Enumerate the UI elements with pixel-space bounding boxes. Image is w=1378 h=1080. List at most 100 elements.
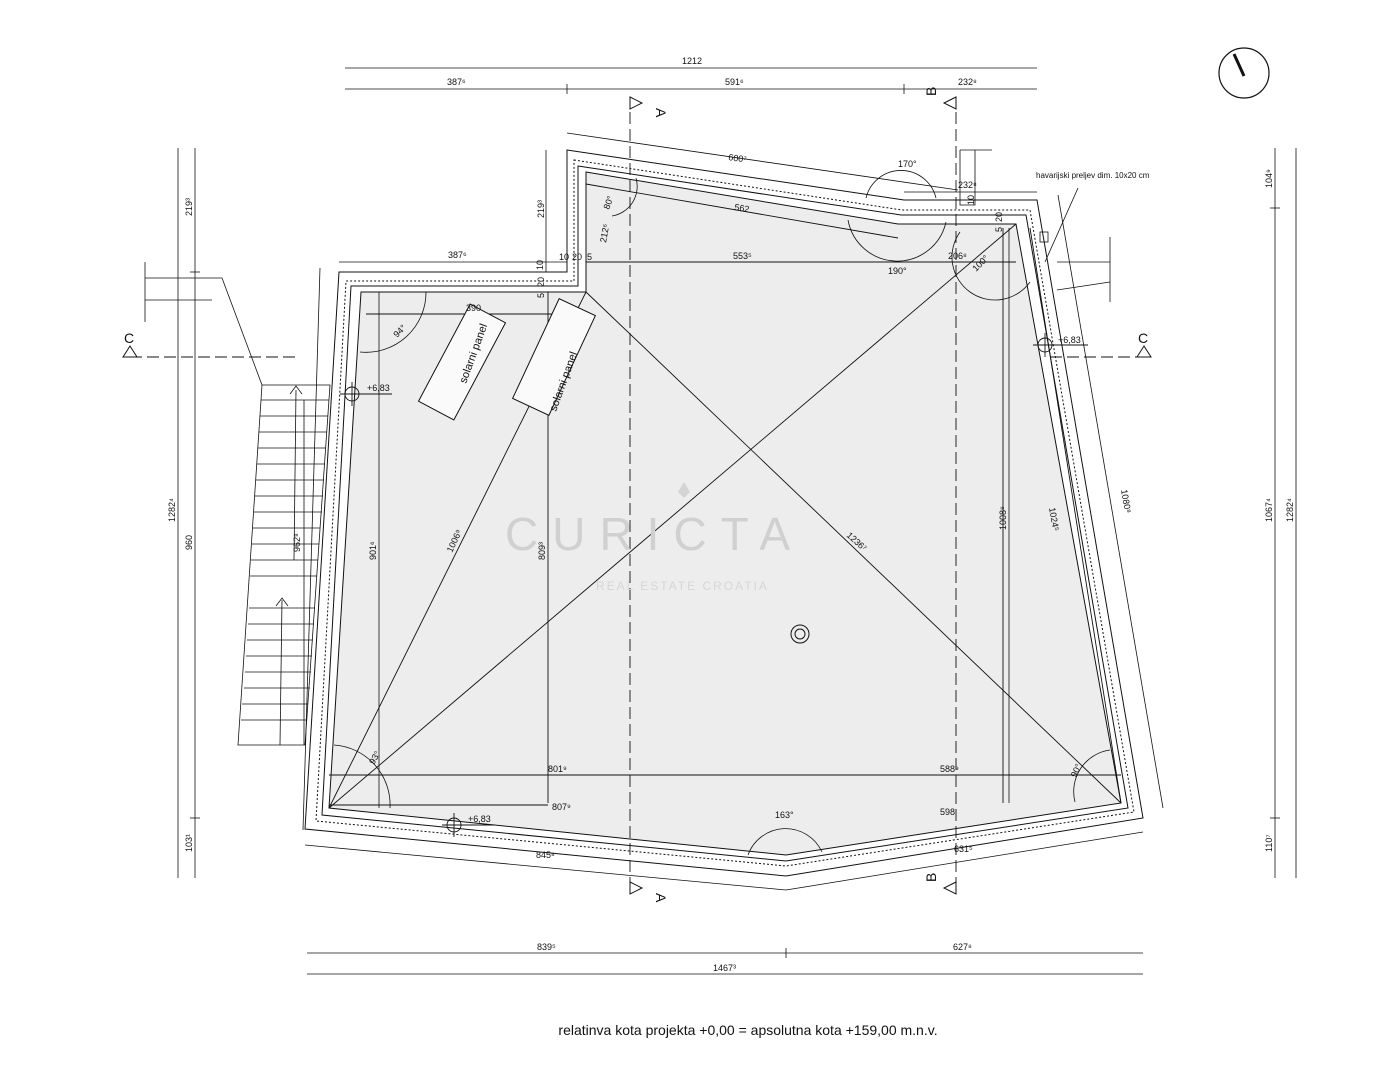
dim-h-598: 598	[940, 807, 955, 817]
north-arrow-icon	[1218, 47, 1270, 99]
angle-190: 190°	[888, 266, 907, 276]
dim-left-10: 10	[535, 260, 545, 270]
section-a-bottom-label: A	[653, 893, 669, 903]
roof-outer-outline	[304, 149, 1144, 877]
section-c-right-triangle	[1136, 345, 1152, 358]
dim-212: 212⁶	[598, 223, 611, 243]
dim-h-801: 801⁹	[548, 764, 567, 774]
hip-lines	[130, 112, 1150, 885]
dim-vert-962: 962⁸	[292, 533, 302, 552]
arc-190	[847, 219, 947, 262]
section-c-right-label: C	[1138, 330, 1148, 346]
dim-232-right: 232⁸	[958, 180, 977, 190]
stair-arrow-head-1	[289, 385, 303, 395]
arc-94	[359, 291, 427, 353]
dim-mid-5: 5	[587, 252, 592, 262]
dim-bottom-631: 631⁵	[954, 844, 973, 854]
overflow-leader	[1044, 187, 1079, 263]
roof-inner-area	[328, 171, 1122, 856]
watermark-tagline: REAL ESTATE CROATIA	[596, 579, 769, 593]
level-markers	[340, 333, 1088, 837]
dim-bottom-845: 845⁸	[536, 850, 555, 860]
dim-inner-562: 562	[734, 202, 750, 214]
downspout-path-3	[1056, 281, 1111, 291]
dim-h-588: 588⁹	[940, 764, 959, 774]
dim-mid-20: 20	[572, 252, 582, 262]
section-c-left-label: C	[124, 330, 134, 346]
dim-diag-1024: 1024⁵	[1047, 507, 1061, 532]
dim-line-outer-right	[1057, 194, 1164, 809]
dim-vert-1008: 1008⁹	[998, 506, 1008, 530]
section-b-bottom-label: B	[923, 873, 939, 882]
watermark-brand: CURICTA	[505, 508, 804, 560]
dim-right-20: 20	[994, 212, 1004, 222]
dim-roof-top-edge: 600⁷	[728, 152, 747, 164]
stair-arrow-head-2	[275, 597, 289, 607]
staircase	[144, 262, 331, 746]
dim-left-upper-387: 387⁶	[448, 250, 467, 260]
section-a-top-triangle	[629, 96, 644, 110]
dim-line-bottom-845	[304, 844, 787, 891]
section-a-bottom-triangle	[629, 881, 644, 895]
solar-panels	[417, 298, 597, 421]
dim-390: 390	[466, 303, 481, 313]
overflow-note: havarijski preljev dim. 10x20 cm	[1036, 171, 1150, 180]
arc-80	[611, 177, 638, 217]
dim-line-600	[566, 132, 959, 191]
angle-arcs	[333, 170, 1111, 856]
dim-top-left: 387⁶	[447, 77, 466, 87]
arc-170	[865, 170, 937, 199]
dim-right-1282: 1282⁴	[1285, 498, 1295, 522]
inner-562-line	[585, 183, 899, 239]
dimension-lines	[177, 67, 1297, 975]
elevation-note: relatinva kota projekta +0,00 = apsolutn…	[558, 1022, 938, 1038]
dim-right-104: 104⁹	[1264, 169, 1274, 188]
dim-left-5: 5	[536, 293, 546, 298]
dim-vert-219-mid: 219³	[536, 200, 546, 218]
dim-right-5: 5	[994, 227, 1004, 232]
watermark-leaf-icon	[678, 482, 690, 498]
level-left-label: +6,83	[367, 383, 390, 393]
section-markers	[122, 96, 1152, 895]
angle-80: 80°	[601, 194, 615, 211]
section-c-left-triangle	[122, 345, 138, 358]
dim-top-right: 232⁸	[958, 77, 977, 87]
stair-outline	[237, 384, 331, 746]
section-b-top-triangle	[942, 96, 957, 110]
roof-second-outline	[321, 165, 1129, 862]
dim-inner-206: 206⁸	[948, 251, 967, 261]
dim-mid-10: 10	[559, 252, 569, 262]
dim-right-1080: 1080⁸	[1119, 489, 1133, 514]
arc-100	[951, 231, 1031, 301]
dim-bottom-839: 839⁵	[537, 942, 556, 952]
dim-right-110: 110⁷	[1264, 834, 1274, 852]
external-path-line	[145, 277, 263, 386]
dim-top-mid: 591⁶	[725, 77, 744, 87]
dim-vert-1282-left: 1282⁴	[167, 498, 177, 522]
level-bottom-label: +6,83	[468, 814, 491, 824]
overflow-outlet	[1039, 231, 1049, 243]
arc-93	[333, 744, 391, 809]
dim-top-total: 1212	[682, 56, 702, 66]
dim-right-10: 10	[966, 195, 976, 205]
inner-1024-line	[1029, 227, 1122, 804]
dim-right-1067: 1067⁴	[1264, 498, 1274, 522]
dim-vert-809: 809³	[537, 542, 547, 560]
roof-drain-icon	[790, 624, 810, 644]
dim-h-807: 807⁹	[552, 802, 571, 812]
dim-vert-960: 960	[184, 535, 194, 550]
right-side-detail	[959, 149, 1111, 302]
dim-inner-553: 553⁵	[733, 251, 752, 261]
dim-line-outer-left	[302, 267, 321, 831]
chimney-lines	[959, 150, 976, 206]
arc-163	[747, 828, 823, 856]
dim-vert-219-left: 219³	[184, 198, 194, 216]
dim-left-20: 20	[536, 277, 546, 287]
hip-line-2	[328, 223, 1017, 809]
section-b-bottom-triangle	[942, 881, 957, 895]
dim-line-bottom-631	[785, 831, 1144, 891]
level-right-label: +6,83	[1058, 335, 1081, 345]
dim-vert-901: 901⁶	[368, 541, 378, 560]
dim-vert-103: 103¹	[184, 834, 194, 852]
